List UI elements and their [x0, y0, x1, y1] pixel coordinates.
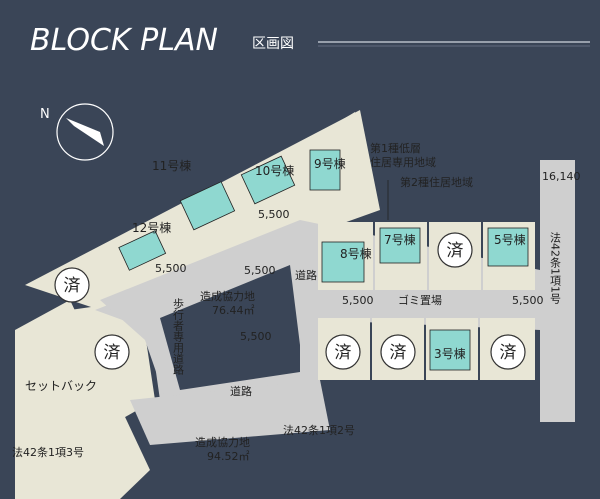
dim-label-6: 5,500 [240, 330, 272, 343]
sold-label: 済 [64, 276, 81, 296]
garbage-label: ゴミ置場 [398, 293, 442, 307]
road-label-upper: 道路 [295, 268, 317, 282]
lot-label-9: 9号棟 [314, 156, 346, 171]
dim-label-7: 16,140 [542, 170, 581, 183]
house-11 [179, 181, 236, 231]
dim-label-4: 5,500 [342, 294, 374, 307]
compass: N [40, 103, 114, 161]
compass-n-label: N [40, 107, 50, 122]
house-3 [429, 329, 471, 371]
area-bottom-label: 造成協力地 [195, 435, 250, 449]
inner-cooperation-land [160, 265, 300, 390]
house-5 [487, 227, 529, 267]
sold-circle-13 [54, 267, 90, 303]
lot-label-8: 8号棟 [340, 246, 372, 261]
sold-label: 済 [104, 343, 121, 363]
sold-label: 済 [335, 343, 352, 363]
sold-circle-4 [325, 334, 361, 370]
sold-circle-6 [437, 232, 473, 268]
sold-label: 済 [500, 343, 517, 363]
lot-label-7: 7号棟 [384, 232, 416, 247]
zoning-line3: 第2種住居地域 [400, 175, 473, 189]
house-10 [240, 155, 296, 205]
art42-1-1-label: 法42条1項1号 [549, 231, 562, 305]
dim-label-1: 5,500 [258, 208, 290, 221]
sold-circle-2 [380, 334, 416, 370]
house-7 [379, 227, 421, 264]
area-inner-value: 76.44㎡ [212, 304, 255, 317]
road-south [130, 380, 330, 445]
road-label-lower: 道路 [230, 384, 252, 398]
house-8 [321, 241, 365, 283]
sold-label: 済 [390, 343, 407, 363]
zoning-line2: 住居専用地域 [370, 155, 436, 169]
dim-label-5: 5,500 [512, 294, 544, 307]
setback-strip [15, 300, 150, 499]
walkway-label: 歩行者専用道路 [172, 297, 185, 376]
lot-label-12: 12号棟 [132, 220, 171, 235]
art42-1-2-label: 法42条1項2号 [283, 423, 355, 437]
sold-label: 済 [447, 241, 464, 261]
lot-label-5: 5号棟 [494, 232, 526, 247]
map-subtitle: 区画図 [252, 36, 294, 52]
house-9 [309, 149, 341, 191]
area-inner-label: 造成協力地 [200, 289, 255, 303]
zoning-line1: 第1種低層 [370, 141, 421, 155]
sold-circle-1 [490, 334, 526, 370]
area-bottom-value: 94.52㎡ [207, 450, 250, 463]
lot-label-3: 3号棟 [434, 346, 466, 361]
compass-ring [56, 103, 114, 161]
road-east [540, 160, 575, 422]
sold-circle-sw [94, 334, 130, 370]
north-arrow-icon [66, 118, 104, 146]
dim-label-3: 5,500 [244, 264, 276, 277]
lot-label-10: 10号棟 [255, 163, 294, 178]
art42-1-3-label: 法42条1項3号 [12, 445, 84, 459]
dim-label-2: 5,500 [155, 262, 187, 275]
lot-label-11: 11号棟 [152, 158, 191, 173]
house-12 [118, 230, 167, 271]
map-title: BLOCK PLAN [30, 23, 218, 58]
setback-label: セットバック [25, 379, 97, 393]
